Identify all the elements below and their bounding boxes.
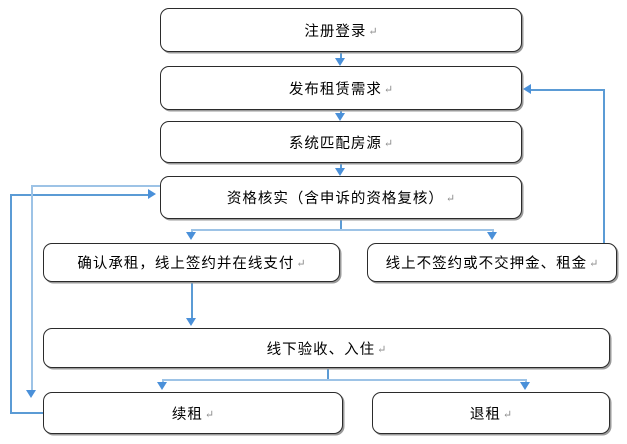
edge-nosign-loop-vertical: [603, 89, 605, 245]
edge-checkin-bus-right: [327, 379, 526, 381]
node-register[interactable]: 注册登录 ↵: [160, 8, 522, 52]
edge-renew-loop-vertical: [10, 194, 12, 413]
node-checkin[interactable]: 线下验收、入住 ↵: [43, 328, 610, 368]
arrow-nosign-publish-icon: [523, 84, 531, 94]
arrow-checkin-renew-icon: [157, 382, 167, 390]
arrow-verify-confirm-icon: [186, 232, 196, 240]
arrow-renew-verify-icon: [148, 189, 156, 199]
pilcrow-icon: ↵: [445, 193, 456, 205]
edge-checkin-bus-left: [162, 379, 328, 381]
node-renew-label: 续租: [171, 406, 203, 423]
arrow-verify-renew-icon: [26, 390, 36, 398]
arrow-match-verify-icon: [335, 168, 345, 176]
node-renew[interactable]: 续租 ↵: [43, 392, 343, 434]
pilcrow-icon: ↵: [377, 343, 387, 356]
arrow-confirm-checkin-icon: [186, 318, 196, 326]
edge-register-publish: [340, 52, 342, 61]
edge-verify-renew-vertical: [31, 185, 33, 394]
node-register-label: 注册登录: [304, 23, 367, 40]
node-confirm-label: 确认承租，线上签约并在线支付: [77, 256, 295, 272]
pilcrow-icon: ↵: [383, 83, 394, 96]
node-terminate-label: 退租: [469, 406, 501, 423]
edge-match-verify: [340, 163, 342, 169]
edge-checkin-renew-drop: [162, 379, 164, 384]
edge-nosign-loop-horizontal: [531, 89, 604, 91]
node-match[interactable]: 系统匹配房源 ↵: [160, 121, 522, 163]
arrow-register-publish-icon: [335, 58, 345, 66]
pilcrow-icon: ↵: [296, 258, 306, 270]
pilcrow-icon: ↵: [204, 408, 215, 421]
edge-verify-bus-right: [340, 229, 492, 231]
pilcrow-icon: ↵: [589, 258, 599, 270]
node-publish-label: 发布租赁需求: [288, 81, 382, 98]
edge-renew-loop-bottom: [10, 412, 44, 414]
arrow-verify-nosign-icon: [487, 232, 497, 240]
edge-verify-renew-top: [31, 185, 161, 187]
node-verify[interactable]: 资格核实（含申诉的资格复核） ↵: [160, 176, 522, 219]
pilcrow-icon: ↵: [383, 137, 394, 150]
node-match-label: 系统匹配房源: [288, 135, 382, 152]
node-nosign[interactable]: 线上不签约或不交押金、租金 ↵: [367, 243, 617, 282]
arrow-publish-match-icon: [335, 113, 345, 121]
edge-confirm-checkin: [191, 282, 193, 320]
node-nosign-label: 线上不签约或不交押金、租金: [385, 256, 588, 272]
node-confirm[interactable]: 确认承租，线上签约并在线支付 ↵: [43, 243, 340, 282]
edge-checkin-terminate-drop: [525, 379, 527, 384]
pilcrow-icon: ↵: [502, 408, 513, 421]
node-verify-label: 资格核实（含申诉的资格复核）: [226, 191, 444, 207]
node-publish[interactable]: 发布租赁需求 ↵: [160, 66, 522, 110]
edge-checkin-bus-stem: [327, 368, 329, 380]
node-terminate[interactable]: 退租 ↵: [372, 392, 610, 434]
arrow-checkin-terminate-icon: [520, 382, 530, 390]
edge-renew-loop-top: [10, 194, 150, 196]
edge-verify-bus-stem: [340, 219, 342, 229]
edge-verify-bus-left: [191, 229, 341, 231]
node-checkin-label: 线下验收、入住: [266, 341, 376, 358]
pilcrow-icon: ↵: [368, 25, 378, 38]
